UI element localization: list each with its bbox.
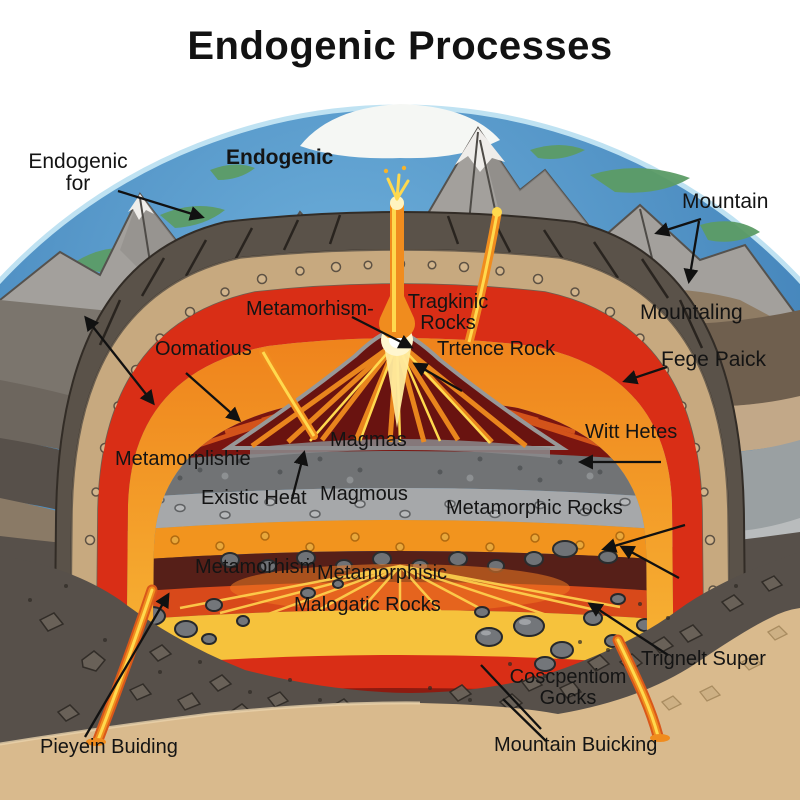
central-eruption-channel <box>379 204 415 338</box>
label-metamorphisic: Metamorphisic <box>317 562 448 584</box>
gray-magma-layer <box>152 451 648 498</box>
crust-fractures <box>98 214 704 349</box>
page-title: Endogenic Processes <box>187 24 613 68</box>
label-mountain-buicking: Mountain Buicking <box>494 734 658 756</box>
continents <box>75 145 760 272</box>
label-endogenic-for: Endogenic for <box>28 150 128 196</box>
label-endogenic: Endogenic <box>226 146 334 169</box>
label-trtence-rock: Trtence Rock <box>437 338 556 360</box>
ice-cap <box>300 104 500 159</box>
label-existic-heat: Existic Heat <box>201 487 307 509</box>
orange-layer <box>152 520 648 560</box>
lava-legs <box>86 584 670 746</box>
leader-arrows <box>84 189 702 742</box>
lava-channels <box>259 165 502 440</box>
label-metamorphic-rocks: Metamorphic Rocks <box>446 497 623 519</box>
eruption-sparks <box>386 173 410 201</box>
gray-layer-pebbles <box>177 456 603 484</box>
label-trignelt-super: Trignelt Super <box>641 648 766 670</box>
label-oomatious: Oomatious <box>155 338 252 360</box>
label-magmous: Magmous <box>320 483 408 505</box>
boulder-highlights <box>152 609 531 636</box>
label-mountain: Mountain <box>682 190 769 213</box>
crust-speckles <box>28 584 738 708</box>
label-mountaling: Mountaling <box>640 301 743 324</box>
label-malogatic-rocks: Malogatic Rocks <box>294 594 441 616</box>
orange-layer-pebbles <box>170 531 625 552</box>
label-tragkinic-rocks: Tragkinic Rocks <box>407 291 489 335</box>
label-pieyein-buiding: Pieyein Buiding <box>40 736 178 758</box>
sand-ground <box>0 608 800 800</box>
label-magmas: Magmas <box>330 429 407 451</box>
label-metamorplishie: Metamorplishie <box>115 448 251 470</box>
light-gray-layer <box>152 488 648 530</box>
label-witt-hetes: Witt Hetes <box>585 421 678 443</box>
label-coscpentiom-gocks: Coscpentiom Gocks <box>509 666 627 710</box>
volcano-mound <box>221 324 569 458</box>
label-fege-paick: Fege Paick <box>661 348 767 371</box>
label-metamorhism-top: Metamorhism- <box>246 298 374 320</box>
label-metamorhism-lower: Metamorhisṁ <box>195 556 317 578</box>
sand-pebbles <box>660 625 789 711</box>
